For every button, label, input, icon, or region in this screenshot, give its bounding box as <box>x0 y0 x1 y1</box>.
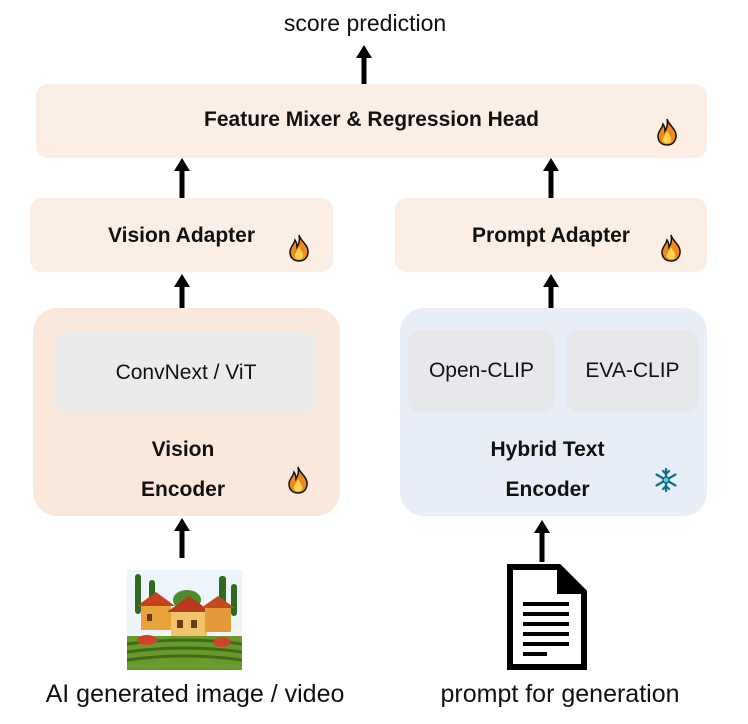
fire-icon <box>657 118 677 146</box>
fire-icon <box>661 234 681 262</box>
arrow-prompt-to-text-encoder <box>534 520 550 562</box>
image-caption: AI generated image / video <box>45 680 345 708</box>
arrow-prompt-adapter-to-head <box>543 158 559 198</box>
arrow-text-encoder-to-adapter <box>543 274 559 308</box>
fire-icon <box>289 234 309 262</box>
text-encoder-box: Open-CLIP EVA-CLIP Hybrid Text Encoder <box>400 308 707 516</box>
prompt-adapter-label: Prompt Adapter <box>472 224 630 247</box>
vision-encoder-title-1: Vision <box>151 438 215 461</box>
vision-encoder-box: ConvNext / ViT Vision Encoder <box>33 308 340 516</box>
open-clip-label: Open-CLIP <box>428 359 535 382</box>
text-encoder-title-1: Hybrid Text <box>490 438 605 461</box>
generated-image-thumbnail <box>126 570 243 670</box>
arrow-vision-encoder-to-adapter <box>174 274 190 308</box>
open-clip-box: Open-CLIP <box>408 330 555 412</box>
vision-adapter-box: Vision Adapter <box>30 198 333 272</box>
document-icon <box>507 564 587 670</box>
text-encoder-title-2: Encoder <box>505 478 590 501</box>
eva-clip-label: EVA-CLIP <box>585 359 680 382</box>
output-label: score prediction <box>283 10 447 36</box>
arrow-to-output <box>356 45 372 84</box>
prompt-adapter-box: Prompt Adapter <box>395 198 707 272</box>
fire-icon <box>288 466 308 494</box>
arrow-vision-adapter-to-head <box>174 158 190 198</box>
vision-backbone-label: ConvNext / ViT <box>115 361 257 384</box>
regression-head-box: Feature Mixer & Regression Head <box>36 84 707 158</box>
vision-adapter-label: Vision Adapter <box>107 224 256 247</box>
arrow-image-to-vision-encoder <box>174 518 190 558</box>
snowflake-icon <box>655 467 677 493</box>
prompt-caption: prompt for generation <box>440 680 680 708</box>
vision-encoder-title-2: Encoder <box>140 478 226 501</box>
regression-head-label: Feature Mixer & Regression Head <box>204 108 539 131</box>
vision-backbone-box: ConvNext / ViT <box>55 332 317 414</box>
eva-clip-box: EVA-CLIP <box>566 330 699 412</box>
